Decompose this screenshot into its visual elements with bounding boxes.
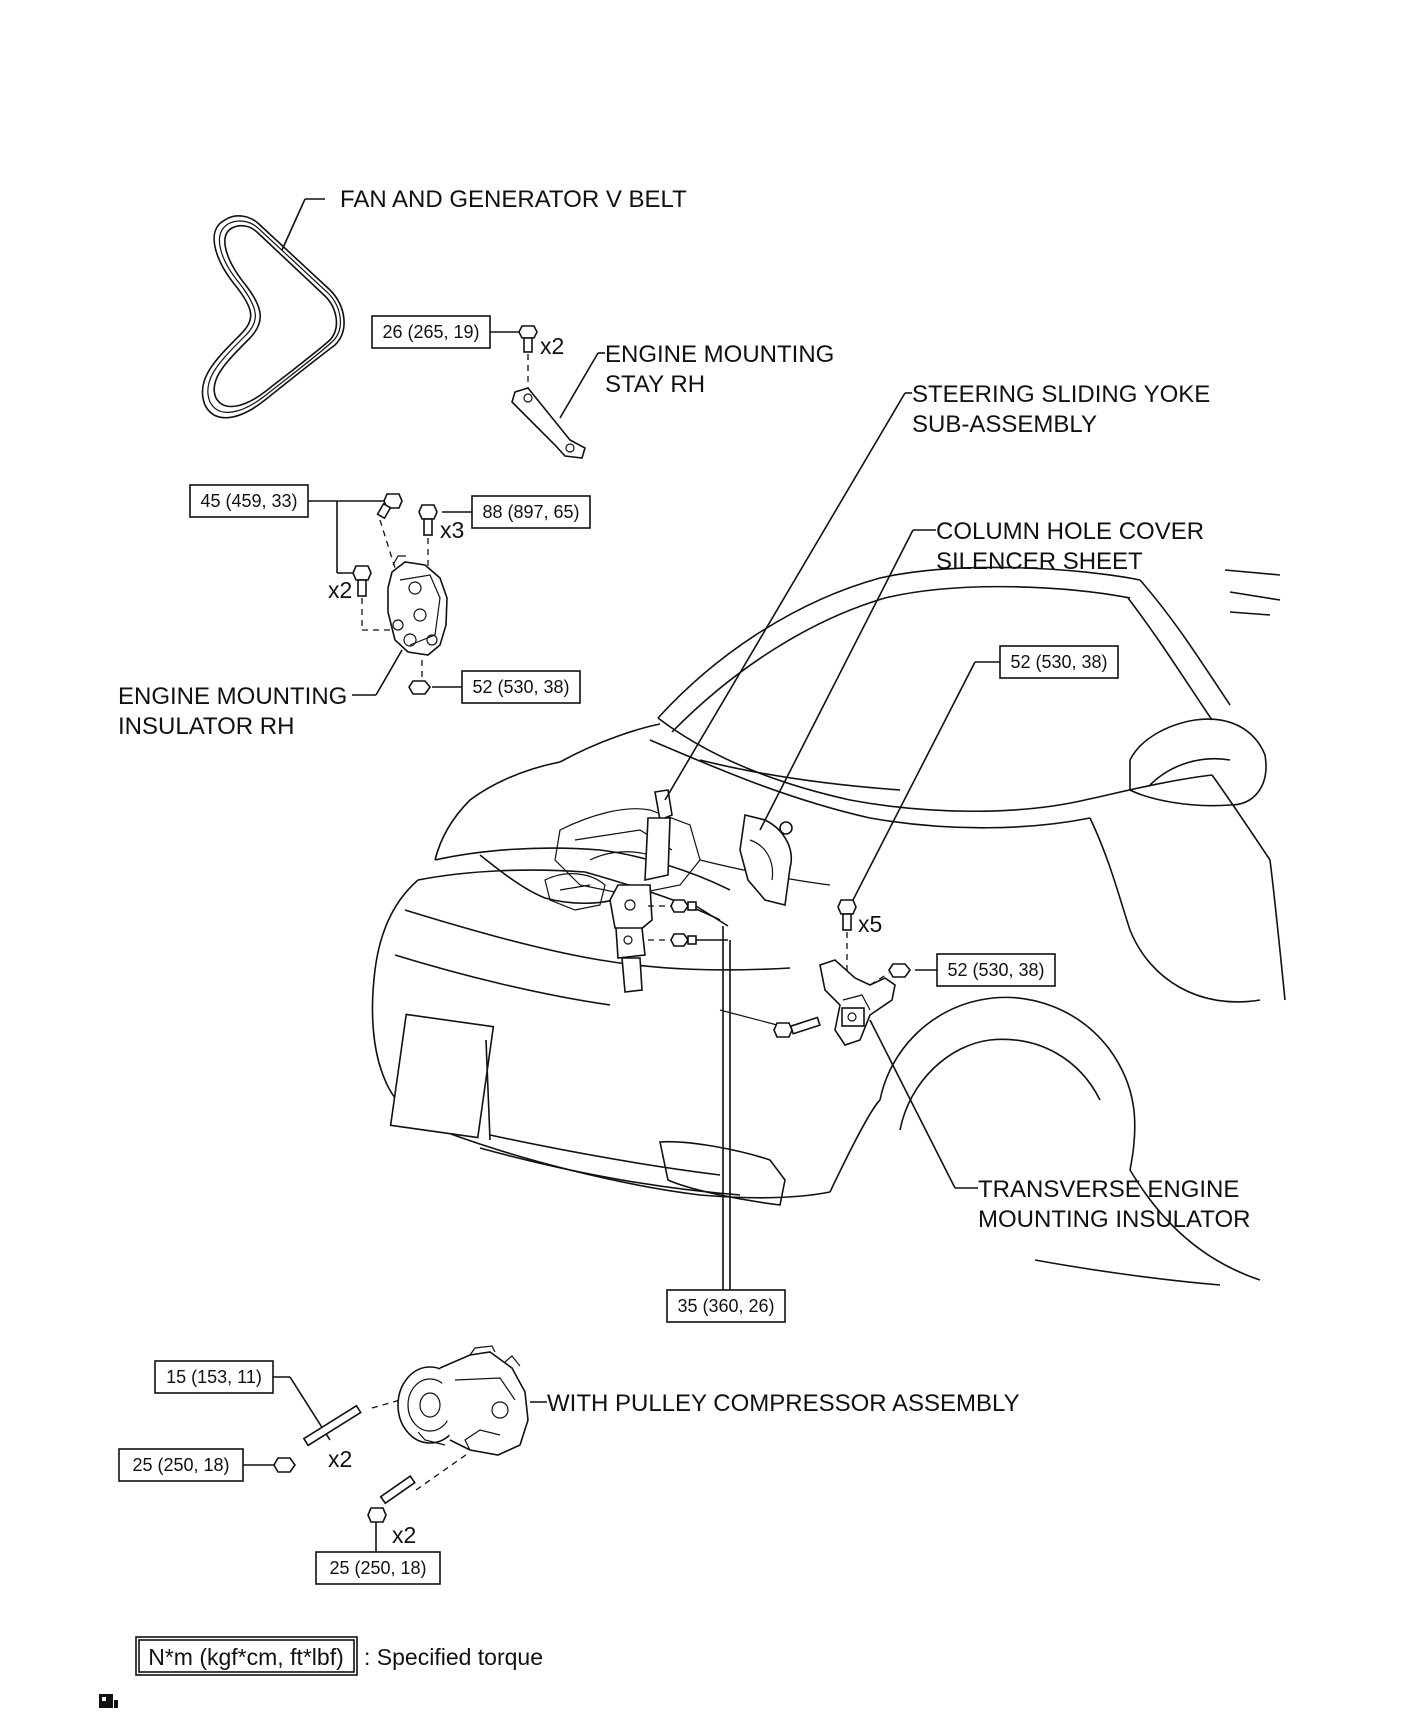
rh-dash-1 — [379, 519, 396, 569]
legend-box — [135, 1636, 358, 1676]
transverse-side-line — [719, 1009, 778, 1026]
torque-stay-bolt: 26 (265, 19) — [382, 322, 479, 342]
torque-rh-bolts: 88 (897, 65) — [482, 502, 579, 522]
transverse-bolt-icon — [837, 899, 857, 931]
transverse-engine-mounting-insulator-part — [819, 959, 896, 1046]
transverse-nut-dash — [869, 972, 890, 986]
transverse-side-bolt-icon — [773, 1016, 821, 1038]
stay-bolt-icon — [518, 325, 538, 353]
label-v-belt: FAN AND GENERATOR V BELT — [340, 186, 687, 213]
steering-sliding-yoke-part — [609, 789, 673, 993]
torque-comp-stud: 15 (153, 11) — [166, 1367, 262, 1387]
torque-transverse-bolts: 52 (530, 38) — [1010, 652, 1107, 672]
qty-rh-upper: x2 — [328, 577, 352, 603]
rh-side-bolt-icon — [352, 565, 372, 597]
label-transverse-2: MOUNTING INSULATOR — [978, 1206, 1250, 1233]
torque-box-comp-bolt — [315, 1551, 441, 1585]
comp-nut-icon — [273, 1457, 296, 1473]
comp-bolt-dash — [415, 1451, 471, 1491]
torque-rh-upper: 45 (459, 33) — [200, 491, 297, 511]
label-yoke-1: STEERING SLIDING YOKE — [912, 381, 1210, 408]
engine-mounting-stay-rh-part — [511, 387, 586, 459]
vehicle-front-outline — [371, 566, 1286, 1286]
legend-text: : Specified torque — [364, 1644, 543, 1670]
label-transverse-1: TRANSVERSE ENGINE — [978, 1176, 1239, 1203]
torque-box-rh-bolts — [471, 495, 591, 529]
yoke-leader-diag — [664, 392, 906, 801]
corner-mark-icon — [99, 1694, 118, 1708]
torque-box-comp-stud — [154, 1360, 274, 1394]
torque-comp-nut: 25 (250, 18) — [132, 1455, 229, 1475]
stay-leader-diag — [559, 352, 599, 419]
comp-stud-dash — [371, 1399, 401, 1409]
yoke-bolt-upper-icon — [670, 899, 697, 913]
legend-unit: N*m (kgf*cm, ft*lbf) — [148, 1644, 344, 1670]
label-cover-2: SILENCER SHEET — [936, 548, 1143, 575]
qty-rh-bolts: x3 — [440, 517, 464, 543]
torque-box-comp-nut — [118, 1448, 244, 1482]
rh-nut-icon — [408, 680, 432, 695]
yoke-bolt-leader-upper — [695, 905, 729, 927]
engine-mounting-insulator-rh-part — [387, 555, 448, 656]
transverse-nut-icon — [888, 963, 912, 978]
comp-bolt-icon — [367, 1474, 416, 1523]
label-insulator-rh-1: ENGINE MOUNTING — [118, 683, 347, 710]
label-stay-rh-1: ENGINE MOUNTING — [605, 341, 834, 368]
label-insulator-rh-2: INSULATOR RH — [118, 713, 294, 740]
torque-rh-nut: 52 (530, 38) — [472, 677, 569, 697]
rh-bolts-icon — [418, 504, 438, 536]
qty-comp-stud: x2 — [328, 1446, 352, 1472]
torque-box-yoke-bolts — [666, 1289, 786, 1323]
transverse-bolts-leader-diag — [852, 661, 976, 901]
rh-label-leader-diag — [375, 649, 403, 696]
rh-upper-bolt-icon — [376, 493, 403, 520]
torque-box-transverse-bolts — [999, 645, 1119, 679]
label-stay-rh-2: STAY RH — [605, 371, 705, 398]
transverse-label-leader-diag — [869, 1019, 956, 1189]
torque-yoke-bolts: 35 (360, 26) — [677, 1296, 774, 1316]
label-cover-1: COLUMN HOLE COVER — [936, 518, 1204, 545]
column-hole-cover-silencer-sheet-part — [739, 814, 793, 906]
cover-leader-diag — [759, 529, 914, 831]
qty-comp-bolt: x2 — [392, 1522, 416, 1548]
compressor-assembly-part — [397, 1345, 529, 1456]
qty-stay-bolt: x2 — [540, 333, 564, 359]
qty-transverse-bolts: x5 — [858, 911, 882, 937]
comp-stud-icon — [302, 1404, 362, 1447]
legend-box-inner — [138, 1639, 355, 1673]
belt-leader-diag — [281, 198, 306, 251]
label-compressor: WITH PULLEY COMPRESSOR ASSEMBLY — [547, 1390, 1020, 1417]
torque-transverse-nut: 52 (530, 38) — [947, 960, 1044, 980]
yoke-bolt-lower-icon — [670, 933, 697, 947]
torque-comp-bolt: 25 (250, 18) — [329, 1558, 426, 1578]
label-yoke-2: SUB-ASSEMBLY — [912, 411, 1097, 438]
v-belt-illustration — [201, 215, 345, 419]
torque-box-rh-nut — [461, 670, 581, 704]
